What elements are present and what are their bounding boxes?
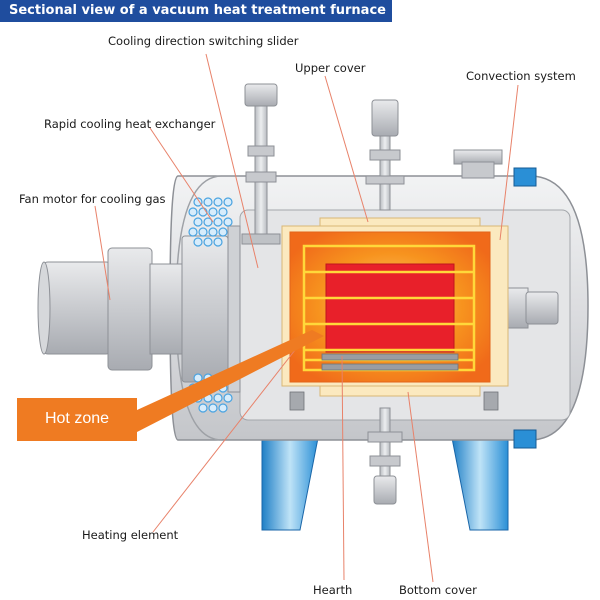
slider-gate xyxy=(241,233,281,245)
fan-motor-flange xyxy=(107,247,153,371)
support-leg-right xyxy=(451,437,509,531)
slider-cap xyxy=(244,83,278,107)
label-hearth: Hearth xyxy=(313,583,353,597)
label-cooling-slider: Cooling direction switching slider xyxy=(108,34,299,48)
hearth-support-right xyxy=(483,391,499,411)
bottom-port-flange xyxy=(367,431,403,443)
fan-motor-housing xyxy=(181,235,229,383)
hot-zone-callout: Hot zone xyxy=(17,398,137,441)
top-right-port-neck xyxy=(461,161,495,179)
leader-hearth xyxy=(341,355,345,581)
slider-rod xyxy=(254,91,268,243)
support-leg-left xyxy=(261,437,319,531)
bottom-port-flange-2 xyxy=(369,455,401,467)
hot-zone-label: Hot zone xyxy=(44,410,110,427)
hot-zone-arrow xyxy=(137,330,324,432)
leader-cooling-slider xyxy=(205,53,259,269)
top-port-base xyxy=(365,175,405,185)
label-upper-cover: Upper cover xyxy=(295,61,366,75)
fan-impeller-plate xyxy=(227,225,241,393)
slider-collar xyxy=(247,145,275,157)
slider-base xyxy=(245,171,277,183)
flange-clip-bottom xyxy=(513,429,537,449)
leader-lines xyxy=(94,53,519,583)
hearth-bar-bottom xyxy=(321,363,459,371)
label-convection-system: Convection system xyxy=(466,69,576,83)
hearth-bar-top xyxy=(321,353,459,361)
diagram-title: Sectional view of a vacuum heat treatmen… xyxy=(9,3,386,18)
fan-motor-end xyxy=(37,261,51,355)
hot-zone-core xyxy=(325,263,455,353)
label-rapid-cooling-hx: Rapid cooling heat exchanger xyxy=(44,117,216,131)
leader-upper-cover xyxy=(324,75,369,223)
fan-motor-body xyxy=(41,261,113,355)
leader-heating-element xyxy=(152,335,307,533)
convection-shaft-end xyxy=(525,291,559,325)
flange-clip-top xyxy=(513,167,537,187)
top-port-cap xyxy=(371,99,399,137)
leader-convection xyxy=(499,84,519,241)
fan-motor-coupling xyxy=(149,263,185,355)
bottom-port-cap xyxy=(373,475,397,505)
label-heating-element: Heating element xyxy=(82,528,179,542)
leader-bottom-cover xyxy=(407,391,434,583)
top-port-flange xyxy=(369,149,401,161)
heat-exchanger-upper xyxy=(188,197,233,247)
hearth-support-left xyxy=(289,391,305,411)
label-bottom-cover: Bottom cover xyxy=(399,583,477,597)
leader-heat-exchanger xyxy=(149,127,214,223)
label-fan-motor: Fan motor for cooling gas xyxy=(19,192,166,206)
title-bar: Sectional view of a vacuum heat treatmen… xyxy=(0,0,392,22)
leader-fan-motor xyxy=(94,205,111,301)
